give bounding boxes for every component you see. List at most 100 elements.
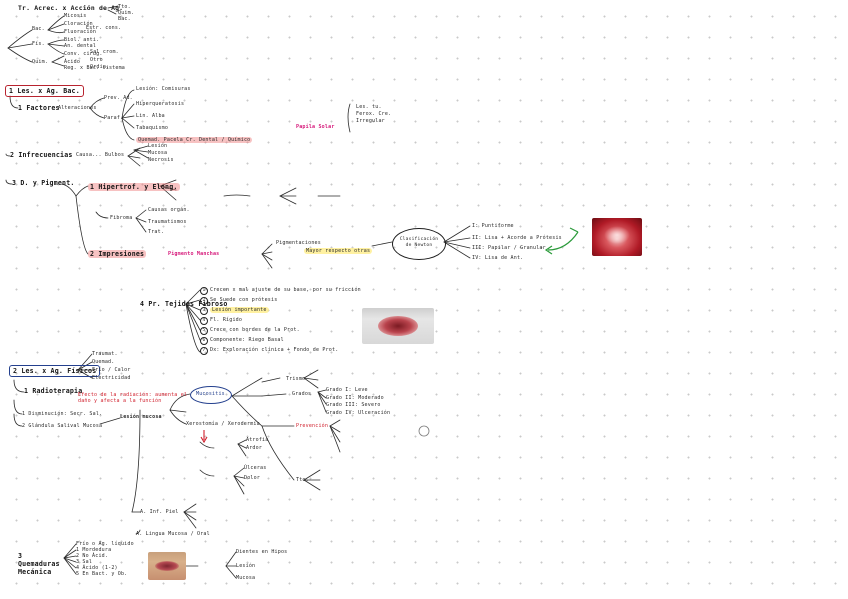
- section-1-sub: 1 Factores: [18, 104, 60, 112]
- section-4-title: 4 Pr. Tejidos Fibroso: [140, 300, 228, 308]
- section-1-right-note: Les. tu. Ferox. Cre. Irregular: [356, 104, 392, 124]
- section-5-boxed: Mucositis: [196, 391, 225, 397]
- newton-oval-label: Clasificación de Newton: [399, 237, 439, 248]
- section-1-chem: Quemad. Pacela Cr. Dental / Químico: [136, 137, 253, 143]
- number-5-icon: 5: [200, 327, 208, 335]
- palate-photo: [592, 218, 642, 256]
- page-title: Tr. Acrec. x Acción de Ag.: [18, 4, 124, 12]
- number-4-icon: 4: [200, 317, 208, 325]
- section-3-node-2: 2 Impresiones: [88, 250, 147, 258]
- section-3-title: 3 D. y Pigment.: [12, 179, 75, 187]
- section-3-fibra-2: Trat.: [148, 229, 165, 235]
- section-5-mucosa-0: Atrofia: [246, 437, 269, 443]
- node-sub-8: Estr. cons.: [86, 25, 122, 31]
- section-4-item-2-text: Lesión importante: [210, 307, 269, 313]
- section-5-sub: 1 Radioterapia: [24, 387, 83, 395]
- section-5-bullet-1: 2 Glándula Salival Mucosa: [22, 423, 103, 429]
- lip-photo: [148, 552, 186, 580]
- section-6-list-2: 2 No Ácid.: [76, 553, 109, 559]
- section-5-right-1: Grados: [292, 391, 312, 397]
- node-sub-11: Ordin.: [90, 64, 110, 70]
- mucositis-oval: [190, 386, 232, 404]
- section-6-list-5: 5 En Bact. y Ob.: [76, 571, 128, 577]
- section-6-list-0: Frío o Ag. líquido: [76, 541, 134, 547]
- section-4-item-6-text: Dx: Exploración clínica + Fondo de Prot.: [210, 347, 339, 353]
- section-3-node-1: 1 Hipertrof. y Elong.: [88, 183, 180, 191]
- section-5-lower: A. Lingua Mucosa / Oral: [136, 531, 210, 537]
- section-5-mucosa-3: Dolor: [244, 475, 261, 481]
- section-1-aria: Lin. Alba: [136, 113, 165, 119]
- newton-oval: [392, 228, 446, 260]
- node-sub-1: Cloración: [64, 21, 93, 27]
- section-5-right-3: Tto.: [296, 477, 309, 483]
- grade-3: Grado IV: Ulceración: [326, 410, 391, 416]
- section-3-impre-note: Pigmentaciones: [276, 240, 321, 246]
- node-sub-6: Ácido: [64, 59, 81, 65]
- section-5-center: Lesión mucosa: [120, 414, 162, 420]
- node-bac: Bac.: [32, 26, 45, 32]
- grade-2: Grado III: Severo: [326, 402, 381, 408]
- section-6-title: 3 Quemaduras Mecánica: [18, 552, 60, 576]
- section-6-list-3: 3 Sal: [76, 559, 93, 565]
- section-1-hist: Hiperqueratosis: [136, 101, 185, 107]
- section-4-item-1-text: Se Suede con prótesis: [210, 297, 278, 303]
- newton-item-0: I: Puntiforme: [472, 223, 514, 229]
- newton-item-3: IV: Lisa de Ant.: [472, 255, 524, 261]
- section-1-chem-sub-1: Mucosa: [148, 150, 168, 156]
- section-3-fibra-0: Causas orgán.: [148, 207, 190, 213]
- number-1-icon: 1: [200, 287, 208, 295]
- node-sub-10: Otro: [90, 57, 103, 63]
- section-1-title: 1 Les. x Ag. Bac.: [5, 85, 84, 97]
- newton-item-1: II: Lisa + Acorde a Prótesis: [472, 235, 562, 241]
- section-2-title: 2 Infrecuencias: [10, 151, 73, 159]
- node-sub-2: Fluoración: [64, 29, 97, 35]
- section-1-branch-1: Paraf.: [104, 115, 124, 121]
- section-4-item-4-text: Crece con bordes de la Prot.: [210, 327, 300, 333]
- node-sub-5: Conv. cirug.: [64, 51, 103, 57]
- lip-photo-mouth: [155, 561, 179, 571]
- node-sub-0: Micosis: [64, 13, 87, 19]
- section-3-impre-highlight: Pigmento Manchas: [168, 251, 220, 257]
- palate-photo-highlight: [604, 226, 630, 244]
- section-5-right-2: Prevención: [296, 423, 329, 429]
- section-5-list-2: Frío / Calor: [92, 367, 131, 373]
- section-1-branch-0: Prev. Ad.: [104, 95, 133, 101]
- section-1-tobac: Tabaquismo: [136, 125, 169, 131]
- node-sub-4: An. dental: [64, 43, 97, 49]
- section-1-chem-sub-0: Lesión: [148, 143, 168, 149]
- number-2-icon: 2: [200, 297, 208, 305]
- section-6-list-1: 1 Mordedura: [76, 547, 112, 553]
- section-5-inferior: A. Inf. Piel: [140, 509, 179, 515]
- section-5-right-0: Trismo: [286, 376, 306, 382]
- section-5-center-2: Xerostomía / Xerodermia: [186, 421, 260, 427]
- number-6-icon: 6: [200, 337, 208, 345]
- section-1-prev: Lesión: Comisuras: [136, 86, 191, 92]
- newton-item-2: III: Papilar / Granular: [472, 245, 546, 251]
- mouth-photo-lips: [378, 316, 418, 336]
- grade-1: Grado II: Moderado: [326, 395, 384, 401]
- section-5-list-3: Electricidad: [92, 375, 131, 381]
- section-5-mucosa-2: Úlceras: [244, 465, 267, 471]
- section-5-list-0: Traumat.: [92, 351, 118, 357]
- mouth-photo: [362, 308, 434, 344]
- section-3-fibra-1: Traumatismos: [148, 219, 187, 225]
- node-sub-9: Sal crom.: [90, 49, 119, 55]
- section-1-tobac-highlight: Papila Solar: [296, 124, 335, 130]
- node-sub-7: Reg. x Bac. sistema: [64, 65, 125, 71]
- page-title-aside: Tto. Quim. Bac.: [118, 4, 135, 22]
- section-5-title: 2 Les. x Ag. Físicos: [8, 365, 101, 377]
- section-4-item-5-text: Componente: Riego Basal: [210, 337, 284, 343]
- node-sub-3: Biol. anti.: [64, 37, 100, 43]
- section-5-mucosa-1: Ardor: [246, 445, 263, 451]
- node-fis: Fís.: [32, 41, 45, 47]
- section-1-chem-sub-2: Necrosis: [148, 157, 174, 163]
- node-quim: Quim.: [32, 59, 49, 65]
